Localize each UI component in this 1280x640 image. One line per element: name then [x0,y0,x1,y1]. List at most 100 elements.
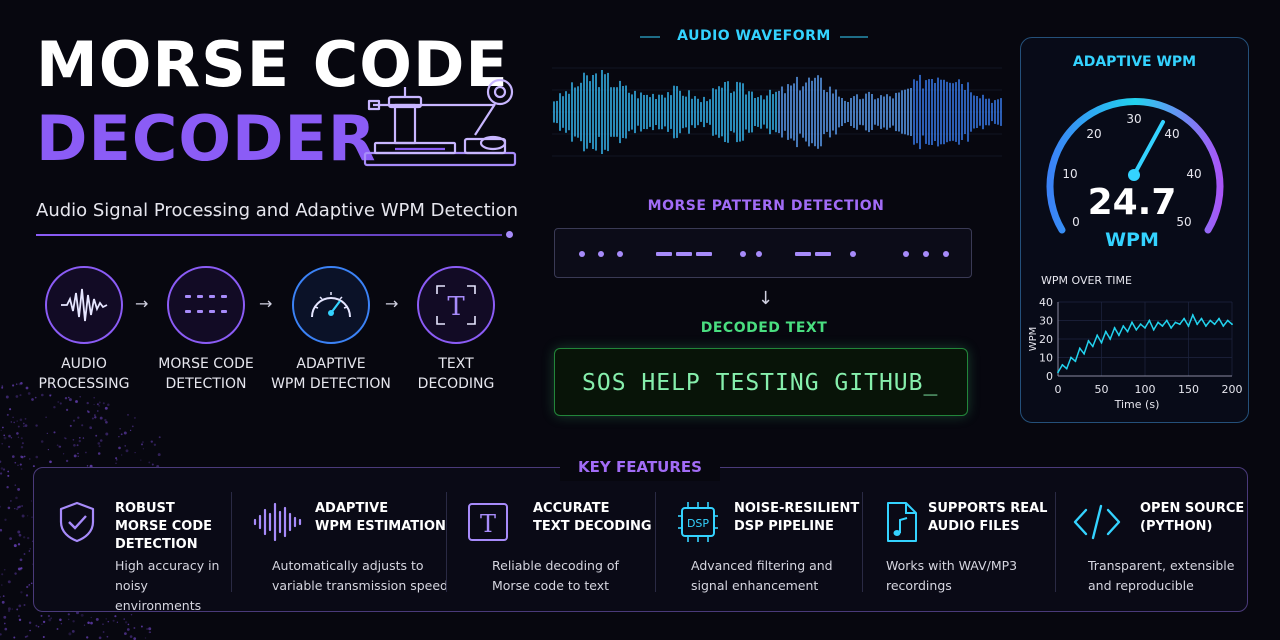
background-dot [28,550,31,552]
feature-1-desc-line1: High accuracy in noisy [115,558,220,593]
chart-data-point [1191,314,1194,316]
background-dot [20,468,23,470]
background-dot [105,618,107,620]
background-dot [42,620,46,624]
background-dot [20,567,23,570]
background-dot [17,487,21,491]
background-dot [126,628,130,631]
feature-4-desc-line1: Advanced filtering and [691,558,833,573]
background-dot [48,618,52,622]
background-dot [158,436,161,439]
code-brackets-icon [1073,504,1121,540]
background-dot [124,445,126,447]
background-dot [149,631,152,633]
background-dot [3,568,6,571]
background-dot [142,448,145,450]
background-dot [25,386,29,390]
background-dot [8,434,11,438]
chart-data-point [1126,330,1129,333]
background-dot [102,402,105,405]
pattern-title: MORSE PATTERN DETECTION [647,198,885,214]
background-dot [30,500,33,502]
background-dot [7,474,10,477]
background-dot [14,572,17,575]
background-dot [52,386,54,388]
background-dot [134,451,136,454]
pipeline-adaptive-wpm-circle [292,266,370,344]
background-dot [23,425,25,428]
svg-text:T: T [480,510,496,538]
wpm-chart-title: WPM OVER TIME [1041,274,1132,287]
background-dot [60,623,63,625]
background-dot [57,401,60,403]
feature-1-desc-line2: environments [115,598,202,613]
pipeline-arrow-1: → [135,294,149,313]
background-dot [106,635,109,638]
background-dot [104,418,107,422]
background-dot [81,424,84,427]
background-dot [80,613,84,617]
background-dot [86,465,89,467]
background-dot [40,440,44,443]
background-dot [144,637,147,639]
background-dot [67,613,70,616]
audio-waveform [552,67,1002,157]
background-dot [78,439,82,443]
gauge-tick-0: 0 [1072,215,1080,229]
background-dot [96,403,99,406]
chart-data-point [1178,323,1181,326]
telegraph-key-icon [363,78,517,167]
background-dot [14,507,16,510]
background-dot [25,594,29,597]
background-dot [20,382,23,385]
background-dot [84,451,87,454]
morse-dash [815,252,831,256]
svg-text:T: T [447,292,465,322]
background-dot [68,632,72,636]
background-dot [2,595,5,597]
background-dot [140,443,144,446]
pipeline-arrow-2: → [259,294,273,313]
background-dot [9,537,12,540]
background-dot [151,463,154,466]
background-dot [82,437,85,439]
background-dot [8,445,11,448]
chart-y-tick-label: 0 [1046,370,1053,383]
background-dot [37,625,40,628]
background-dot [18,533,22,537]
background-dot [1,573,4,576]
background-dot [23,604,26,606]
feature-5-title-line2: AUDIO FILES [928,519,1020,534]
chart-y-tick-label: 10 [1039,352,1053,365]
background-dot [69,424,72,427]
background-dot [1,386,4,389]
feature-6-title-line1: OPEN SOURCE [1140,501,1245,516]
background-dot [93,396,96,399]
background-dot [29,458,31,460]
background-dot [2,468,6,471]
background-dot [17,543,21,546]
background-dot [28,621,32,624]
background-dot [72,439,75,441]
background-dot [0,429,2,432]
background-dot [123,431,127,435]
feature-dsp-pipeline: DSP NOISE-RESILIENT DSP PIPELINE Advance… [676,490,876,605]
pipeline-label-text: TEXT DECODING [391,354,521,394]
chart-data-point [1200,317,1203,320]
background-dot [72,419,76,422]
background-dot [98,445,101,448]
feature-6-desc-line1: Transparent, extensible [1088,558,1235,573]
background-dot [146,628,148,630]
background-dot [124,632,127,635]
chart-data-point [1174,321,1177,324]
pipeline-label-text-line1: TEXT [438,356,474,372]
background-dot [121,454,123,456]
feature-divider [446,492,447,592]
background-dot [20,455,23,458]
background-dot [31,540,34,543]
background-dot [140,459,142,461]
chart-y-tick-label: 30 [1039,315,1053,328]
background-dot [42,635,45,639]
background-dot [58,445,61,448]
background-dot [10,500,12,502]
